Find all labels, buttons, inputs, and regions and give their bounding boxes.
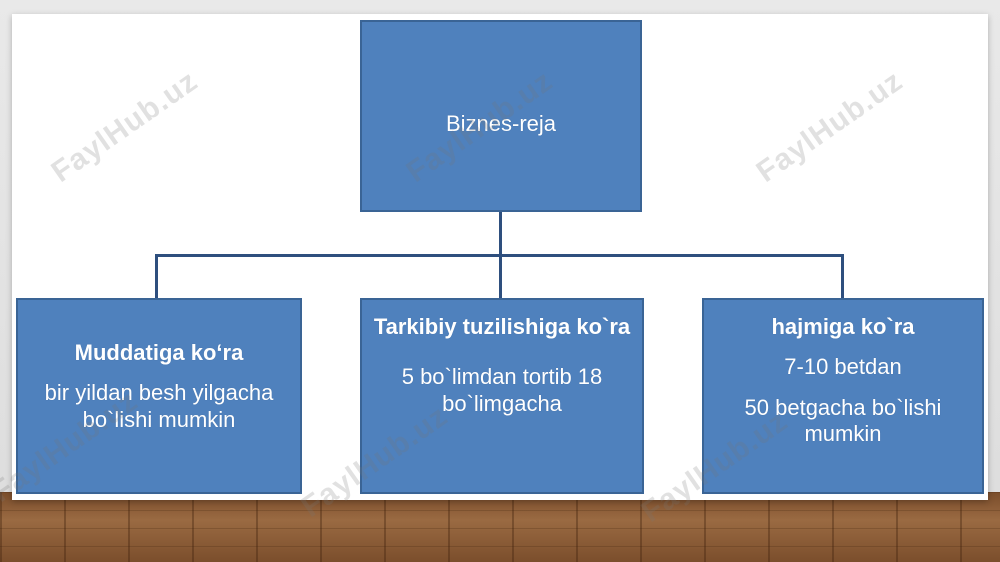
child-node-line: 5 bo`limdan tortib 18 xyxy=(401,364,603,390)
root-node-label: Biznes-reja xyxy=(445,110,557,136)
mid-connector-vertical xyxy=(499,254,502,298)
child-node-line: 7-10 betdan xyxy=(784,354,902,380)
child-node-volume: hajmiga ko`ra 7-10 betdan 50 betgacha bo… xyxy=(702,298,984,494)
child-node-line: mumkin xyxy=(804,421,882,447)
content-panel: Biznes-reja Muddatiga ko‘ra bir yildan b… xyxy=(12,14,988,500)
child-node-duration: Muddatiga ko‘ra bir yildan besh yilgacha… xyxy=(16,298,302,494)
child-node-line: bir yildan besh yilgacha xyxy=(44,380,274,406)
child-node-heading: hajmiga ko`ra xyxy=(771,314,915,339)
child-node-structure: Tarkibiy tuzilishiga ko`ra 5 bo`limdan t… xyxy=(360,298,644,494)
root-connector-vertical xyxy=(499,212,502,256)
child-node-line: bo`limgacha xyxy=(442,390,562,416)
left-connector-vertical xyxy=(155,254,158,298)
wood-floor-decoration xyxy=(0,492,1000,562)
child-node-line: bo`lishi mumkin xyxy=(82,406,236,432)
child-node-heading: Tarkibiy tuzilishiga ko`ra xyxy=(373,314,631,339)
right-connector-vertical xyxy=(841,254,844,298)
root-node: Biznes-reja xyxy=(360,20,642,212)
child-node-heading: Muddatiga ko‘ra xyxy=(74,340,244,365)
child-node-line: 50 betgacha bo`lishi xyxy=(744,394,942,420)
